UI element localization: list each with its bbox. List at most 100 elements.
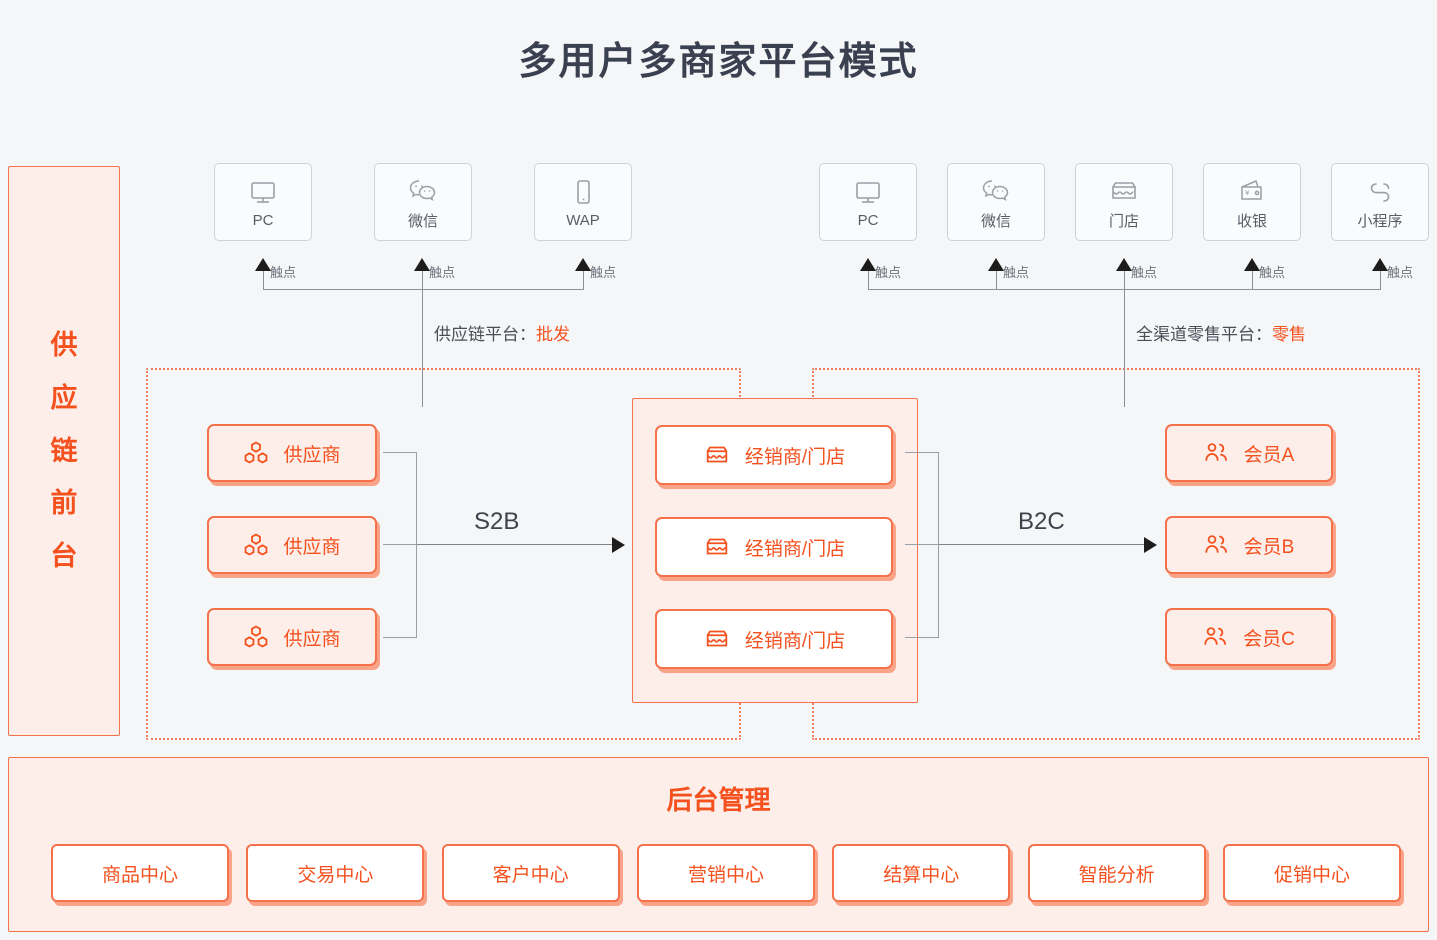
platform-label: 供应链平台： <box>434 325 536 344</box>
touchpoint-arrow <box>414 258 430 271</box>
supplier-bracket-bottom <box>383 637 417 638</box>
backend-card-label: 商品中心 <box>101 864 178 886</box>
dealer-label: 经销商/门店 <box>744 630 846 652</box>
supply-chain-frontend-panel: 供 应 链 前 台 <box>8 166 120 736</box>
platform-value: 批发 <box>536 325 570 344</box>
supply-chain-frontend-label: 供 应 链 前 台 <box>9 167 119 735</box>
monitor-icon <box>854 176 882 210</box>
channel-tile-wechat-right[interactable]: 微信 <box>947 163 1045 241</box>
touchpoint-drop-right <box>1124 289 1125 407</box>
backend-card-promotion[interactable]: 促销中心 <box>1222 844 1401 902</box>
wechat-icon <box>408 174 438 208</box>
page-title: 多用户多商家平台模式 <box>518 41 919 83</box>
member-card-b[interactable]: 会员B <box>1165 516 1333 574</box>
b2c-flow-arrowhead <box>1144 537 1157 553</box>
channel-label: 门店 <box>1108 212 1139 230</box>
supplier-card-3[interactable]: 供应商 <box>207 608 377 666</box>
touchpoint-label: 触点 <box>1131 265 1158 280</box>
supplier-label: 供应商 <box>283 536 341 558</box>
touchpoint-arrow <box>255 258 271 271</box>
dealer-card-2[interactable]: 经销商/门店 <box>655 517 893 577</box>
channel-label: PC <box>252 211 274 229</box>
touchpoint-stem <box>868 271 869 289</box>
dealer-bracket-spine <box>938 452 939 638</box>
s2b-flow-label: S2B <box>474 508 520 535</box>
backend-card-label: 智能分析 <box>1078 864 1155 886</box>
platform-label: 全渠道零售平台： <box>1136 325 1272 344</box>
touchpoint-stem <box>263 271 264 289</box>
backend-card-customer[interactable]: 客户中心 <box>441 844 620 902</box>
platform-caption-wholesale: 供应链平台：批发 <box>434 320 570 345</box>
channel-label: 收银 <box>1236 212 1267 230</box>
backend-card-label: 交易中心 <box>297 864 374 886</box>
touchpoint-label: 触点 <box>270 265 297 280</box>
hexagon-cluster-icon <box>243 624 269 650</box>
backend-management-panel: 后台管理 商品中心 交易中心 客户中心 营销中心 结算中心 智能分析 促销中心 <box>8 757 1429 932</box>
touchpoint-arrow <box>1372 258 1388 271</box>
channel-label: 微信 <box>980 212 1011 230</box>
left-panel-char-3: 前 <box>50 488 78 519</box>
member-card-c[interactable]: 会员C <box>1165 608 1333 666</box>
touchpoint-label: 触点 <box>590 265 617 280</box>
dealer-card-3[interactable]: 经销商/门店 <box>655 609 893 669</box>
users-icon <box>1204 441 1230 465</box>
supplier-card-1[interactable]: 供应商 <box>207 424 377 482</box>
touchpoint-arrow <box>860 258 876 271</box>
mobile-icon <box>573 176 593 210</box>
users-icon <box>1203 625 1229 649</box>
backend-card-label: 促销中心 <box>1273 864 1350 886</box>
member-label: 会员B <box>1243 536 1295 558</box>
b2c-flow-label: B2C <box>1018 508 1065 535</box>
backend-card-label: 营销中心 <box>687 864 764 886</box>
touchpoint-label: 触点 <box>1259 265 1286 280</box>
wallet-icon: ¥ <box>1238 174 1266 208</box>
backend-card-row: 商品中心 交易中心 客户中心 营销中心 结算中心 智能分析 促销中心 <box>51 844 1401 906</box>
touchpoint-arrow <box>1244 258 1260 271</box>
backend-card-label: 结算中心 <box>883 864 960 886</box>
channel-tile-pc-left[interactable]: PC <box>214 163 312 241</box>
touchpoint-label: 触点 <box>429 265 456 280</box>
left-panel-char-4: 台 <box>50 540 78 571</box>
channel-tile-store[interactable]: 门店 <box>1075 163 1173 241</box>
channel-tile-wap[interactable]: WAP <box>534 163 632 241</box>
backend-card-settlement[interactable]: 结算中心 <box>832 844 1011 902</box>
left-panel-char-0: 供 <box>50 330 78 361</box>
dealer-label: 经销商/门店 <box>744 446 846 468</box>
backend-card-marketing[interactable]: 营销中心 <box>636 844 815 902</box>
channel-tile-cashier[interactable]: ¥ 收银 <box>1203 163 1301 241</box>
left-panel-char-2: 链 <box>50 435 78 466</box>
member-label: 会员C <box>1243 628 1295 650</box>
wechat-icon <box>981 174 1011 208</box>
touchpoint-arrow <box>988 258 1004 271</box>
backend-card-label: 客户中心 <box>492 864 569 886</box>
channel-label: WAP <box>566 211 600 229</box>
touchpoint-stem <box>1124 271 1125 289</box>
backend-card-transaction[interactable]: 交易中心 <box>246 844 425 902</box>
channel-label: 微信 <box>407 212 438 230</box>
member-label: 会员A <box>1243 444 1295 466</box>
supplier-bracket-mid <box>383 544 417 545</box>
dealer-card-1[interactable]: 经销商/门店 <box>655 425 893 485</box>
storefront-icon <box>1109 174 1139 208</box>
hexagon-cluster-icon <box>243 532 269 558</box>
channel-tile-pc-right[interactable]: PC <box>819 163 917 241</box>
touchpoint-stem <box>1252 271 1253 289</box>
platform-value: 零售 <box>1272 325 1306 344</box>
backend-card-analytics[interactable]: 智能分析 <box>1027 844 1206 902</box>
s2b-flow-arrowhead <box>612 537 625 553</box>
touchpoint-stem <box>583 271 584 289</box>
member-card-a[interactable]: 会员A <box>1165 424 1333 482</box>
channel-tile-miniprogram[interactable]: 小程序 <box>1331 163 1429 241</box>
backend-title: 后台管理 <box>666 785 771 815</box>
backend-card-product[interactable]: 商品中心 <box>51 844 229 902</box>
channel-tile-wechat-left[interactable]: 微信 <box>374 163 472 241</box>
touchpoint-drop-left <box>422 289 423 407</box>
touchpoint-stem <box>422 271 423 289</box>
hexagon-cluster-icon <box>243 440 269 466</box>
supplier-card-2[interactable]: 供应商 <box>207 516 377 574</box>
svg-text:¥: ¥ <box>1245 189 1250 197</box>
s2b-flow-line <box>417 544 613 545</box>
touchpoint-arrow <box>1116 258 1132 271</box>
storefront-icon <box>703 626 731 652</box>
